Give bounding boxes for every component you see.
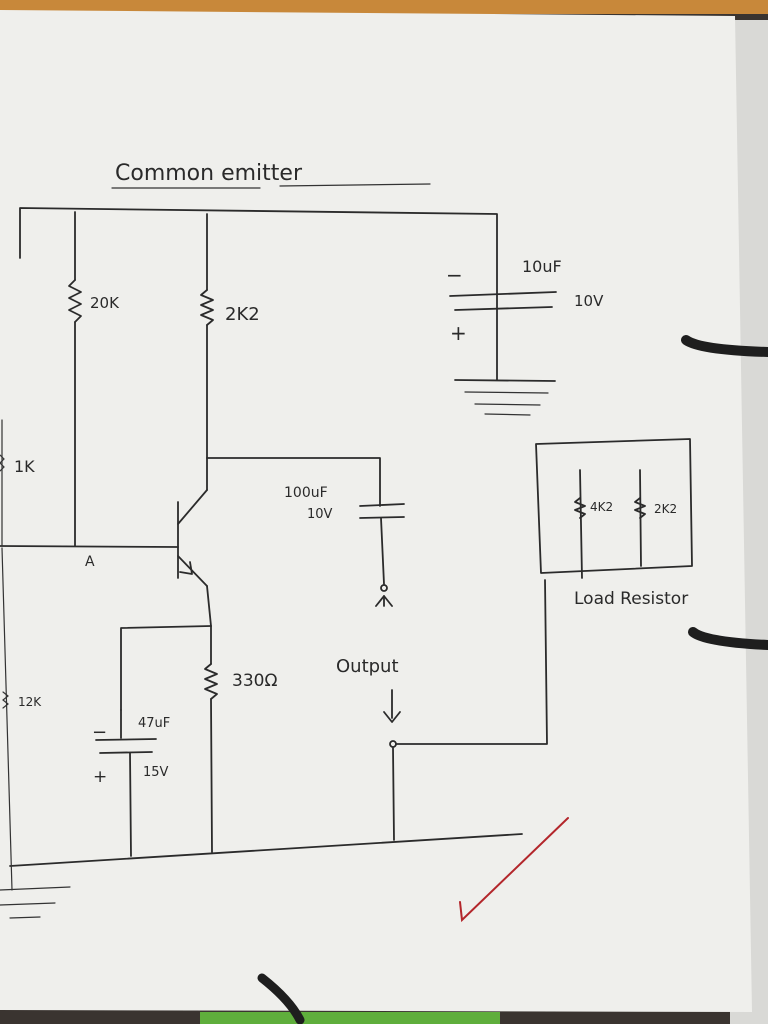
label-cap-top-plus: + bbox=[450, 321, 467, 345]
ground-top-1 bbox=[454, 379, 556, 382]
ground-top-2 bbox=[464, 391, 549, 394]
green-sheet-bottom bbox=[200, 1012, 500, 1024]
cap-bottom-plate-1 bbox=[95, 738, 157, 741]
ground-left-3 bbox=[9, 916, 41, 919]
label-load-2k2: 2K2 bbox=[654, 502, 677, 516]
cap-bottom-plate-2 bbox=[99, 751, 153, 754]
ground-top-4 bbox=[484, 413, 531, 416]
label-20k: 20K bbox=[90, 294, 120, 312]
wire-to-load bbox=[395, 579, 548, 745]
resistor-1k bbox=[0, 454, 5, 472]
label-cap-top-voltage: 10V bbox=[574, 292, 604, 310]
teacher-tick bbox=[459, 817, 569, 923]
label-1k: 1K bbox=[14, 457, 35, 476]
paper bbox=[0, 10, 752, 1012]
label-cap-mid-value: 100uF bbox=[284, 485, 328, 501]
label-cap-top-minus: − bbox=[446, 263, 463, 287]
ground-left-2 bbox=[0, 902, 56, 906]
output-terminal-top bbox=[380, 584, 388, 592]
label-node-a: A bbox=[85, 554, 95, 570]
binder-ring-top bbox=[681, 335, 768, 357]
label-output: Output bbox=[336, 656, 399, 677]
ground-top-3 bbox=[474, 403, 541, 406]
label-2k2: 2K2 bbox=[225, 304, 260, 325]
wire-12k-edge bbox=[1, 547, 13, 891]
transistor-collector bbox=[177, 489, 208, 525]
resistor-load-2k2 bbox=[634, 497, 646, 519]
resistor-4k2 bbox=[574, 497, 586, 519]
label-load-resistor: Load Resistor bbox=[574, 589, 688, 609]
cap-mid-plate-2 bbox=[359, 516, 405, 519]
label-cap-mid-voltage: 10V bbox=[307, 507, 333, 522]
label-cap-bottom-plus: + bbox=[93, 767, 107, 787]
wire-330-bottom bbox=[210, 698, 213, 853]
wire-cap-to-output bbox=[380, 517, 385, 585]
transistor-emitter-arrow bbox=[179, 561, 193, 575]
label-12k: 12K bbox=[18, 695, 42, 709]
label-cap-bottom-voltage: 15V bbox=[143, 765, 169, 780]
label-cap-top-value: 10uF bbox=[522, 257, 562, 276]
diagram-title: Common emitter bbox=[115, 161, 303, 186]
wire-base bbox=[0, 545, 179, 548]
resistor-20k bbox=[68, 279, 82, 323]
wire-bypass-bottom bbox=[129, 752, 132, 857]
top-rail-wire bbox=[19, 207, 498, 381]
cap-mid-plate-1 bbox=[359, 503, 405, 507]
label-cap-bottom-value: 47uF bbox=[138, 716, 170, 731]
transistor-emitter bbox=[177, 555, 208, 587]
cap-top-plate-1 bbox=[449, 291, 557, 297]
label-330: 330Ω bbox=[232, 671, 277, 691]
top-edge bbox=[0, 0, 768, 14]
wire-output-ground bbox=[392, 747, 395, 841]
ground-rail bbox=[9, 833, 523, 867]
wire-bypass-top bbox=[120, 625, 212, 711]
label-cap-bottom-minus: − bbox=[92, 722, 107, 743]
wire-to-output-cap bbox=[206, 457, 381, 507]
binder-ring-lower bbox=[257, 973, 305, 1024]
load-resistor-box bbox=[535, 438, 693, 574]
output-arrow-down bbox=[383, 711, 401, 723]
wire-emitter-down bbox=[206, 585, 212, 627]
load-wire-1 bbox=[579, 469, 583, 579]
title-underline-2 bbox=[279, 183, 431, 187]
binder-ring-bottom bbox=[688, 627, 768, 650]
resistor-2k2 bbox=[200, 289, 214, 326]
label-load-4k2: 4K2 bbox=[590, 500, 613, 514]
cap-top-plate-2 bbox=[454, 306, 553, 311]
resistor-12k bbox=[2, 691, 9, 709]
resistor-330 bbox=[204, 663, 218, 700]
